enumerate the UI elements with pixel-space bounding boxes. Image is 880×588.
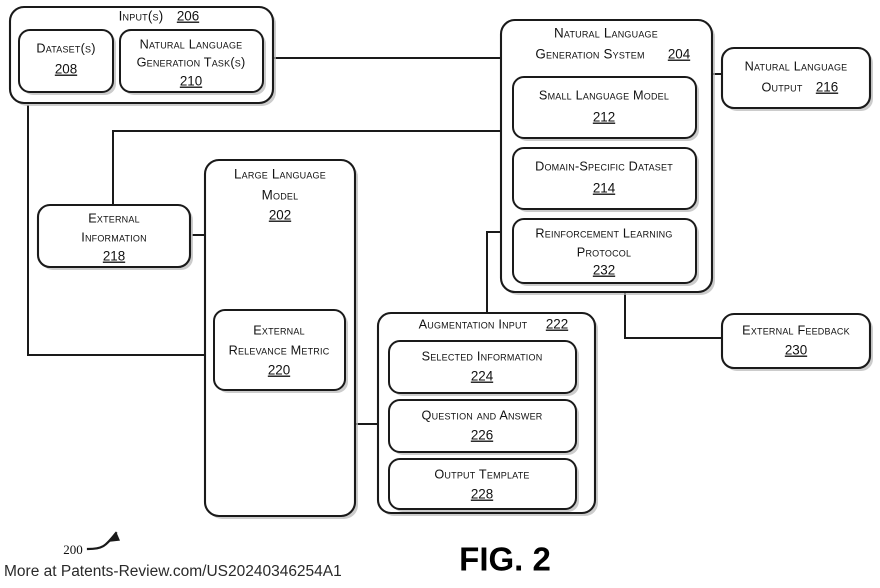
- block-small-language-model-number: 212: [593, 110, 615, 125]
- block-datasets-outline[interactable]: [18, 29, 114, 93]
- block-domain-specific-dataset-title: Domain-Specific Dataset: [535, 159, 673, 173]
- connector-nlg-system-to-augmentation-input: [486, 231, 502, 314]
- figure-reference-number: 200: [63, 542, 83, 557]
- block-nlg-system-line2: Generation System: [535, 47, 644, 62]
- block-nl-output-outline[interactable]: [720, 46, 872, 110]
- block-nlg-system-line1: Natural Language: [554, 26, 658, 41]
- block-output-template-outline[interactable]: [388, 458, 577, 510]
- block-selected-information-title: Selected Information: [422, 349, 543, 363]
- block-large-language-model-line1: Large Language: [234, 167, 326, 182]
- source-watermark: More at Patents-Review.com/US20240346254…: [4, 563, 342, 580]
- block-selected-information[interactable]: Selected Information 224: [388, 340, 579, 396]
- block-reinforcement-learning-protocol-line1: Reinforcement Learning: [535, 226, 672, 240]
- block-external-feedback-number: 230: [785, 343, 807, 358]
- block-external-relevance-metric-outline[interactable]: [213, 309, 346, 391]
- block-small-language-model[interactable]: Small Language Model 212: [512, 76, 699, 141]
- block-inputs[interactable]: Input(s) 206 Dataset(s) 208 Natural Lang…: [8, 5, 276, 106]
- block-question-and-answer-number: 226: [471, 428, 493, 443]
- block-reinforcement-learning-protocol-number: 232: [593, 263, 615, 278]
- block-nlg-system-number: 204: [668, 47, 691, 62]
- block-nlg-task[interactable]: Natural Language Generation Task(s) 210: [119, 29, 266, 95]
- block-datasets-title: Dataset(s): [36, 41, 95, 55]
- block-large-language-model-number: 202: [269, 208, 291, 223]
- block-external-information-line2: Information: [81, 230, 147, 244]
- block-domain-specific-dataset-outline[interactable]: [512, 147, 697, 210]
- block-augmentation-input-number: 222: [546, 317, 568, 332]
- block-external-feedback-outline[interactable]: [720, 312, 872, 370]
- block-nl-output[interactable]: Natural Language Output 216: [720, 46, 873, 111]
- block-selected-information-number: 224: [471, 369, 494, 384]
- block-external-relevance-metric[interactable]: External Relevance Metric 220: [213, 309, 348, 393]
- block-selected-information-outline[interactable]: [388, 340, 577, 394]
- block-external-relevance-metric-number: 220: [268, 363, 290, 378]
- block-nlg-task-line1: Natural Language: [140, 37, 243, 51]
- block-nl-output-line2: Output: [761, 80, 802, 94]
- block-nlg-task-line2: Generation Task(s): [137, 55, 246, 69]
- block-nlg-task-number: 210: [180, 74, 202, 89]
- figure-caption: FIG. 2: [459, 541, 551, 578]
- block-datasets[interactable]: Dataset(s) 208: [18, 29, 116, 95]
- block-small-language-model-title: Small Language Model: [539, 88, 669, 102]
- block-output-template-title: Output Template: [434, 467, 529, 481]
- block-output-template-number: 228: [471, 487, 493, 502]
- connector-nlg-system-to-external-feedback: [624, 291, 723, 339]
- block-nlg-system[interactable]: Natural Language Generation System 204 S…: [499, 18, 715, 295]
- block-reinforcement-learning-protocol-outline[interactable]: [512, 218, 697, 284]
- block-external-information-line1: External: [88, 211, 140, 225]
- block-small-language-model-outline[interactable]: [512, 76, 697, 139]
- figure-reference-indicator: 200: [63, 531, 121, 557]
- block-inputs-title: Input(s): [119, 9, 164, 24]
- block-nl-output-line1: Natural Language: [745, 59, 848, 73]
- block-reinforcement-learning-protocol[interactable]: Reinforcement Learning Protocol 232: [512, 218, 699, 286]
- block-external-feedback[interactable]: External Feedback 230: [720, 312, 873, 371]
- block-external-relevance-metric-line2: Relevance Metric: [229, 343, 330, 357]
- block-inputs-number: 206: [177, 9, 199, 24]
- block-external-relevance-metric-line1: External: [253, 323, 305, 337]
- block-domain-specific-dataset[interactable]: Domain-Specific Dataset 214: [512, 147, 699, 212]
- connector-lines: [27, 57, 723, 425]
- block-output-template[interactable]: Output Template 228: [388, 458, 579, 512]
- block-external-information[interactable]: External Information 218: [36, 203, 193, 270]
- block-question-and-answer-outline[interactable]: [388, 399, 577, 453]
- block-external-feedback-title: External Feedback: [742, 323, 850, 337]
- block-augmentation-input[interactable]: Augmentation Input 222 Selected Informat…: [376, 311, 598, 516]
- block-augmentation-input-title: Augmentation Input: [419, 317, 528, 331]
- figure-reference-arrowhead: [108, 531, 121, 542]
- block-datasets-number: 208: [55, 62, 77, 77]
- block-external-information-outline[interactable]: [36, 203, 192, 269]
- block-large-language-model-line2: Model: [262, 188, 299, 203]
- connector-inputs-to-llm: [27, 105, 206, 356]
- block-nlg-task-outline[interactable]: [119, 29, 264, 93]
- block-external-information-number: 218: [103, 249, 125, 264]
- block-question-and-answer-title: Question and Answer: [422, 408, 543, 422]
- block-nl-output-number: 216: [816, 80, 838, 95]
- block-domain-specific-dataset-number: 214: [593, 181, 616, 196]
- block-question-and-answer[interactable]: Question and Answer 226: [388, 399, 579, 455]
- block-large-language-model[interactable]: Large Language Model 202 External Releva…: [203, 158, 358, 519]
- block-reinforcement-learning-protocol-line2: Protocol: [577, 245, 631, 259]
